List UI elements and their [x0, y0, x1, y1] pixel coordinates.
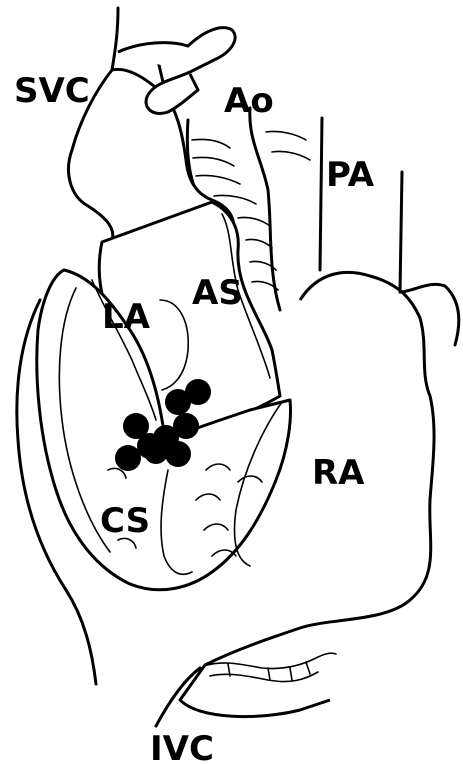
- marker-dot: [115, 445, 141, 471]
- label-cs: CS: [100, 501, 150, 541]
- label-ra: RA: [312, 453, 365, 493]
- label-svc: SVC: [14, 71, 90, 111]
- marker-dot: [165, 389, 191, 415]
- label-as: AS: [192, 273, 243, 313]
- marker-dot: [144, 440, 168, 464]
- label-la: LA: [102, 297, 151, 337]
- label-ao: Ao: [224, 81, 274, 121]
- label-ivc: IVC: [150, 729, 214, 764]
- label-pa: PA: [326, 155, 375, 195]
- marker-dot: [165, 441, 191, 467]
